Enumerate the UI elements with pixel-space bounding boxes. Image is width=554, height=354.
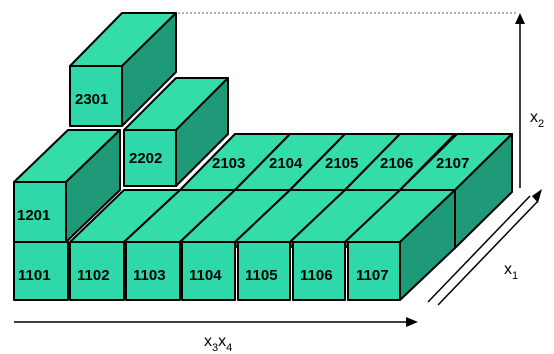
- block-1106: 1106: [292, 241, 346, 301]
- block-1103-label: 1103: [133, 267, 166, 284]
- x1-axis-arrow: [427, 189, 542, 306]
- block-1201-label: 1201: [17, 207, 50, 224]
- block-1101-label: 1101: [18, 267, 51, 284]
- block-2106-label: 2106: [380, 155, 413, 172]
- front-row-top: [69, 189, 456, 301]
- block-1105-label: 1105: [245, 267, 278, 284]
- block-2105-label: 2105: [325, 155, 358, 172]
- block-2202-label: 2202: [129, 150, 162, 167]
- x3-x4-axis-label: x3x4: [204, 333, 232, 354]
- block-2301-label: 2301: [75, 91, 108, 108]
- block-1103: 1103: [125, 241, 181, 301]
- block-1102: 1102: [69, 241, 125, 301]
- block-1102-label: 1102: [77, 267, 110, 284]
- block-1107: 1107: [347, 241, 401, 301]
- x3-x4-axis-arrow: [14, 317, 418, 327]
- x2-axis-arrow: [515, 13, 525, 188]
- x2-axis-label: x2: [530, 109, 544, 130]
- block-1104: 1104: [181, 241, 236, 301]
- x1-axis-label: x1: [504, 261, 518, 282]
- block-2202: 2202: [123, 77, 229, 187]
- block-2103-label: 2103: [212, 155, 245, 172]
- block-2107-label: 2107: [436, 155, 469, 172]
- block-1107-label: 1107: [356, 267, 389, 284]
- block-2301: 2301: [69, 12, 177, 127]
- block-1104-label: 1104: [189, 267, 222, 284]
- block-1105: 1105: [237, 241, 291, 301]
- block-1101: 1101: [13, 241, 69, 301]
- block-1106-label: 1106: [300, 267, 333, 284]
- block-2104-label: 2104: [269, 155, 303, 172]
- block-1201: 1201: [13, 129, 121, 243]
